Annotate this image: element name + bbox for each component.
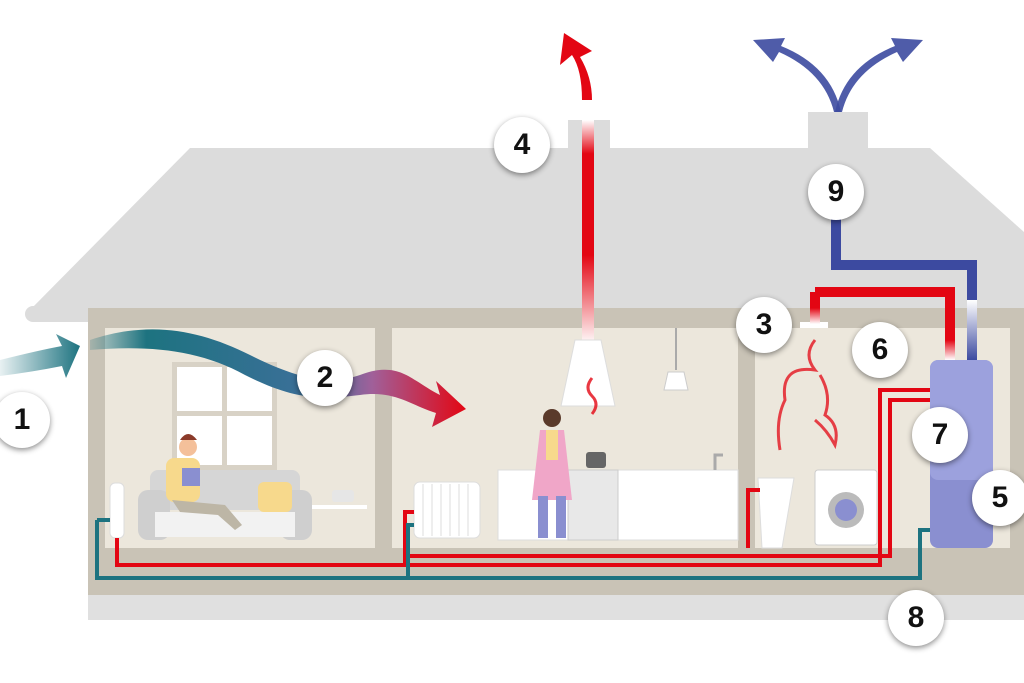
sink [757, 477, 795, 549]
kitchen-exhaust-arrow [560, 33, 592, 100]
exhaust-vent [800, 322, 828, 328]
cooker-hood [560, 339, 616, 407]
label-7: 7 [912, 407, 968, 463]
heating-pipes [95, 388, 930, 580]
hood-exhaust-duct [582, 120, 594, 345]
label-5: 5 [972, 470, 1024, 526]
radiator-kitchen [413, 481, 481, 539]
supply-air-arrow [90, 329, 466, 427]
radiator-living [109, 482, 125, 539]
label-3: 3 [736, 297, 792, 353]
label-9: 9 [808, 164, 864, 220]
person-reading [166, 434, 242, 530]
label-2: 2 [297, 350, 353, 406]
cooking-pot [586, 452, 606, 468]
kitchen-lamp [663, 371, 689, 391]
label-8: 8 [888, 590, 944, 646]
outlet-arrow-right [835, 38, 923, 112]
side-table-lamp [332, 490, 354, 502]
label-4: 4 [494, 117, 550, 173]
steam-icon [776, 339, 838, 451]
intake-arrow [0, 334, 80, 378]
outlet-arrow-left [753, 38, 841, 112]
label-6: 6 [852, 322, 908, 378]
label-1: 1 [0, 392, 50, 448]
roof [30, 148, 1024, 310]
chimney-exhaust [808, 112, 868, 150]
washing-machine [814, 469, 878, 546]
person-cooking [532, 409, 572, 538]
